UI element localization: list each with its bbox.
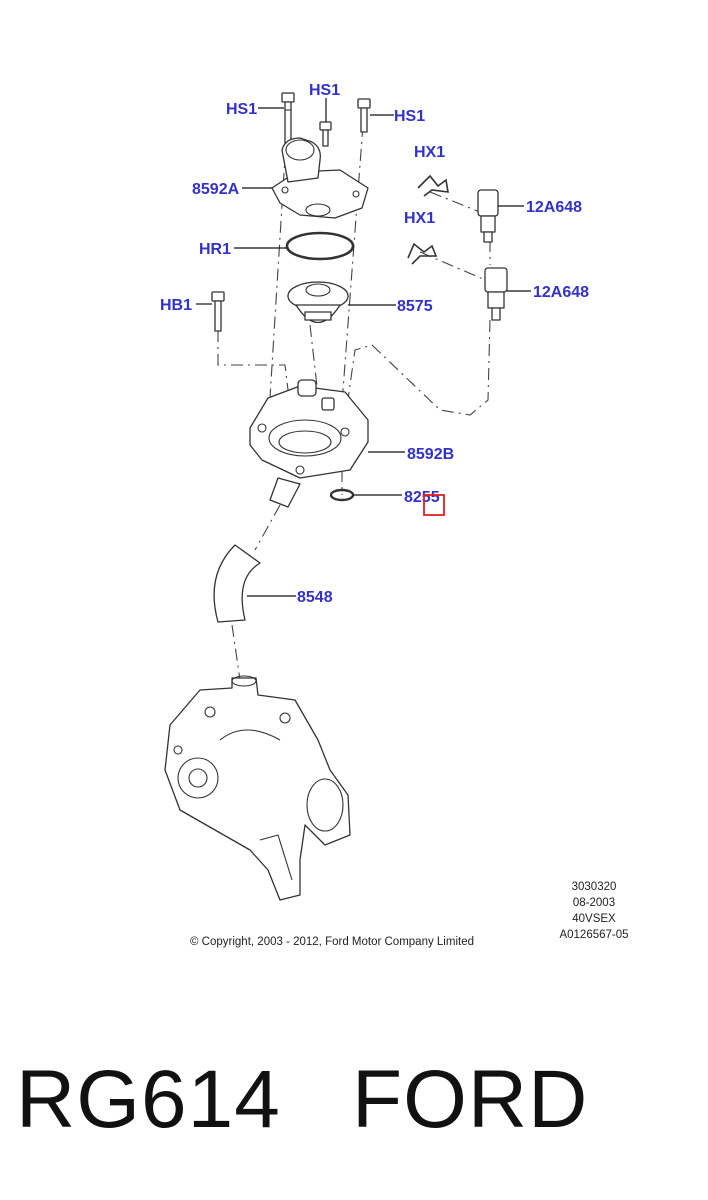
- bottom-label: RG614 FORD: [0, 1040, 708, 1180]
- bolt-hs1-right: [357, 98, 371, 133]
- callout-hs1-right: HS1: [394, 108, 425, 125]
- parts-diagram: HS1 HS1 HS1 HX1 HX1 8592A 12A648 12A648 …: [160, 82, 629, 948]
- sensor-upper: [477, 189, 499, 243]
- clip-hx1-lower: [407, 242, 438, 265]
- copyright: © Copyright, 2003 - 2012, Ford Motor Com…: [190, 936, 474, 948]
- highlight-box: [423, 494, 445, 516]
- assembly-centerlines: [217, 124, 491, 681]
- callout-8592b: 8592B: [407, 446, 454, 463]
- callout-hs1-top: HS1: [309, 82, 340, 99]
- thermostat-housing-upper: [271, 137, 369, 219]
- o-ring-hr1: [285, 231, 355, 261]
- meta-line-4: A0126567-05: [559, 929, 628, 941]
- water-pump: [164, 675, 351, 901]
- callout-12a648-lower: 12A648: [533, 284, 589, 301]
- sensor-lower: [484, 267, 508, 321]
- bolt-hs1-top: [319, 121, 332, 147]
- callout-hx1-lower: HX1: [404, 210, 435, 227]
- callout-12a648-upper: 12A648: [526, 199, 582, 216]
- coolant-hose: [213, 544, 261, 623]
- meta-line-3: 40VSEX: [572, 913, 616, 925]
- callout-8255: 8255: [404, 489, 440, 506]
- brand-name: FORD: [352, 1054, 589, 1145]
- leader-lines: [196, 98, 531, 597]
- clip-hx1-upper: [417, 174, 449, 197]
- callout-8548: 8548: [297, 589, 333, 606]
- thermostat: [287, 281, 349, 323]
- meta-line-2: 08-2003: [573, 897, 615, 909]
- callout-hr1: HR1: [199, 241, 231, 258]
- callout-hs1-left: HS1: [226, 101, 257, 118]
- bolt-hb1: [211, 291, 225, 332]
- callout-8575: 8575: [397, 298, 433, 315]
- thermostat-housing-lower: [249, 379, 369, 508]
- callout-hx1-top: HX1: [414, 144, 445, 161]
- callout-hb1: HB1: [160, 297, 192, 314]
- part-number: RG614: [16, 1054, 281, 1145]
- callout-8592a: 8592A: [192, 181, 240, 198]
- meta-line-1: 3030320: [572, 881, 617, 893]
